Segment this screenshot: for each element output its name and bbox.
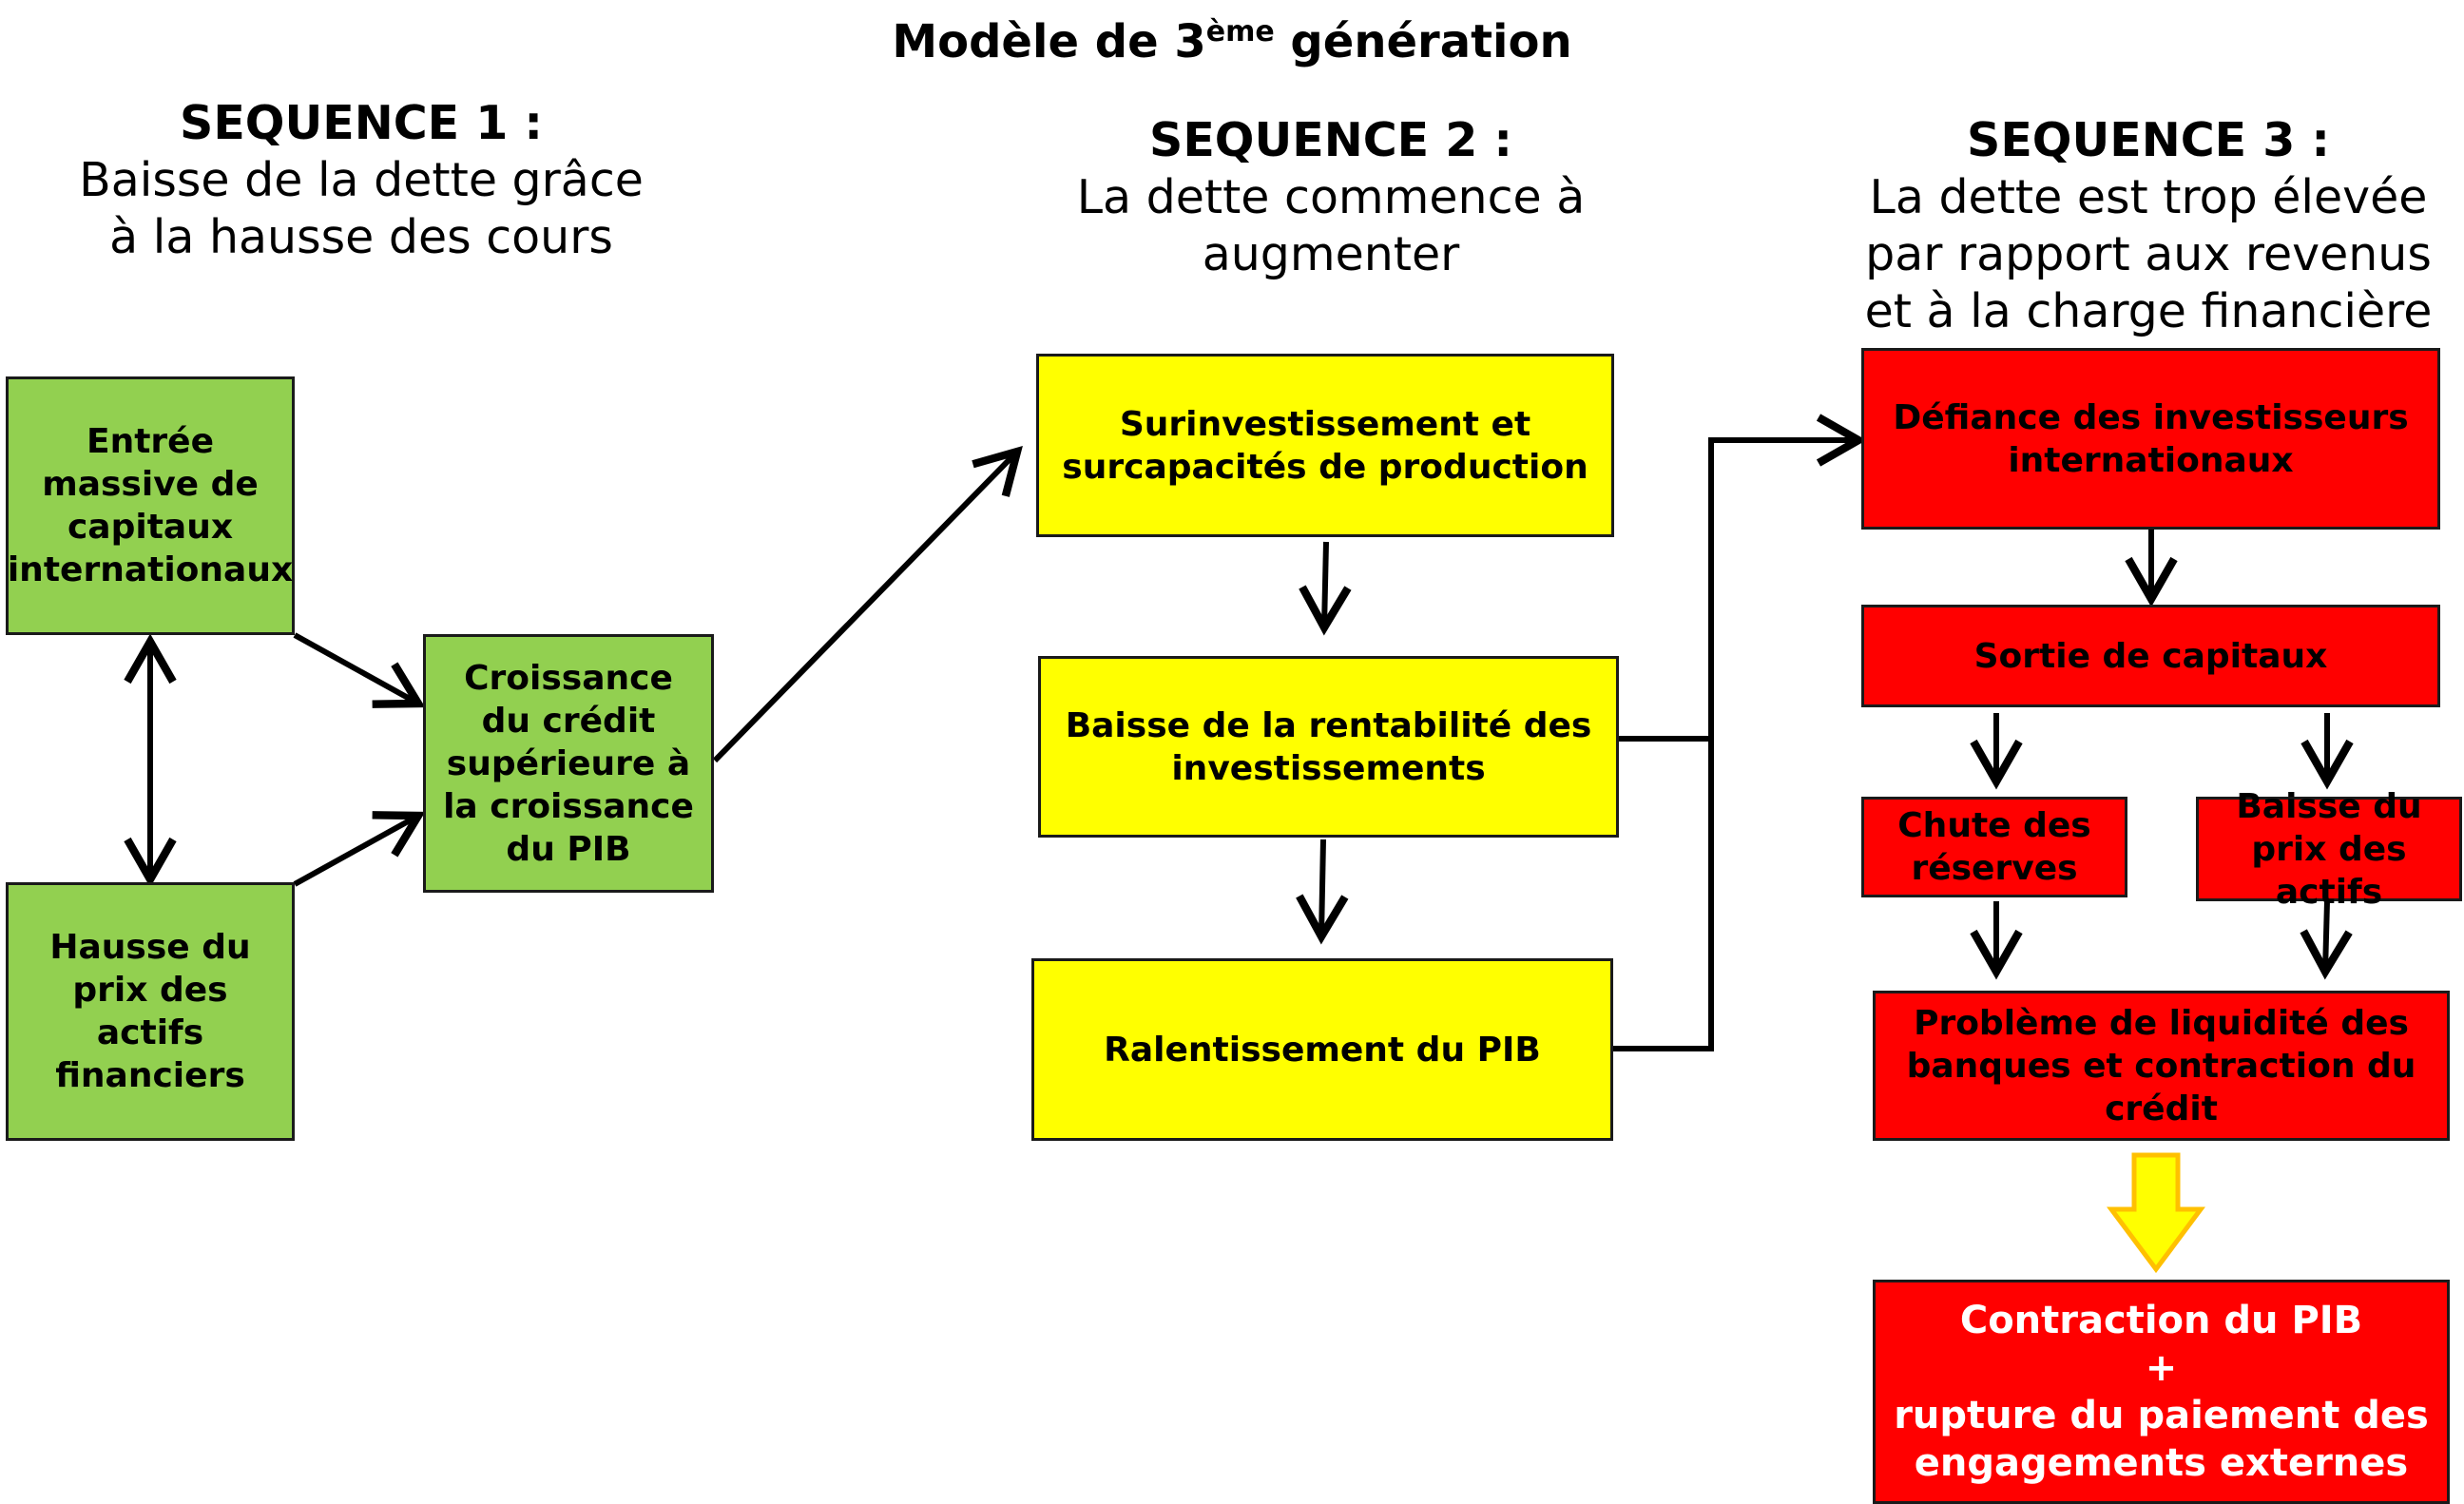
page-title: Modèle de 3ème génération bbox=[892, 15, 1572, 68]
arrow-hausse-credit bbox=[293, 811, 426, 887]
box-defiance-investisseurs: Défiance des investisseurs internationau… bbox=[1861, 348, 2440, 530]
connector-ralent-join bbox=[1613, 414, 1867, 1051]
box-sortie-capitaux: Sortie de capitaux bbox=[1861, 605, 2440, 707]
box-ralentissement-pib: Ralentissement du PIB bbox=[1031, 958, 1613, 1141]
box-baisse-prix-actifs: Baisse du prix des actifs bbox=[2196, 787, 2462, 912]
box-contraction-pib: Contraction du PIB + rupture du paiement… bbox=[1873, 1280, 2450, 1504]
box-entree-capitaux: Entrée massive de capitaux internationau… bbox=[6, 376, 295, 635]
box-baisse-rentabilite: Baisse de la rentabilité des investissem… bbox=[1038, 656, 1619, 838]
box-hausse-prix-actifs: Hausse du prix des actifs financiers bbox=[6, 882, 295, 1141]
block-arrow-down bbox=[2107, 1152, 2205, 1274]
arrow-entree-credit bbox=[293, 632, 426, 708]
box-surinvestissement: Surinvestissement et surcapacités de pro… bbox=[1036, 354, 1614, 537]
arrow-baisseprix-probleme bbox=[2300, 900, 2353, 980]
box-probleme-liquidite: Problème de liquidité des banques et con… bbox=[1873, 991, 2450, 1141]
arrow-baisse-ralent bbox=[1296, 839, 1349, 945]
box-croissance-credit: Croissance du crédit supérieure à la cro… bbox=[423, 634, 714, 893]
arrow-credit-surinvest bbox=[712, 445, 1023, 763]
arrow-surinvest-baisse bbox=[1299, 541, 1352, 636]
box-chute-reserves: Chute des réserves bbox=[1861, 797, 2127, 897]
